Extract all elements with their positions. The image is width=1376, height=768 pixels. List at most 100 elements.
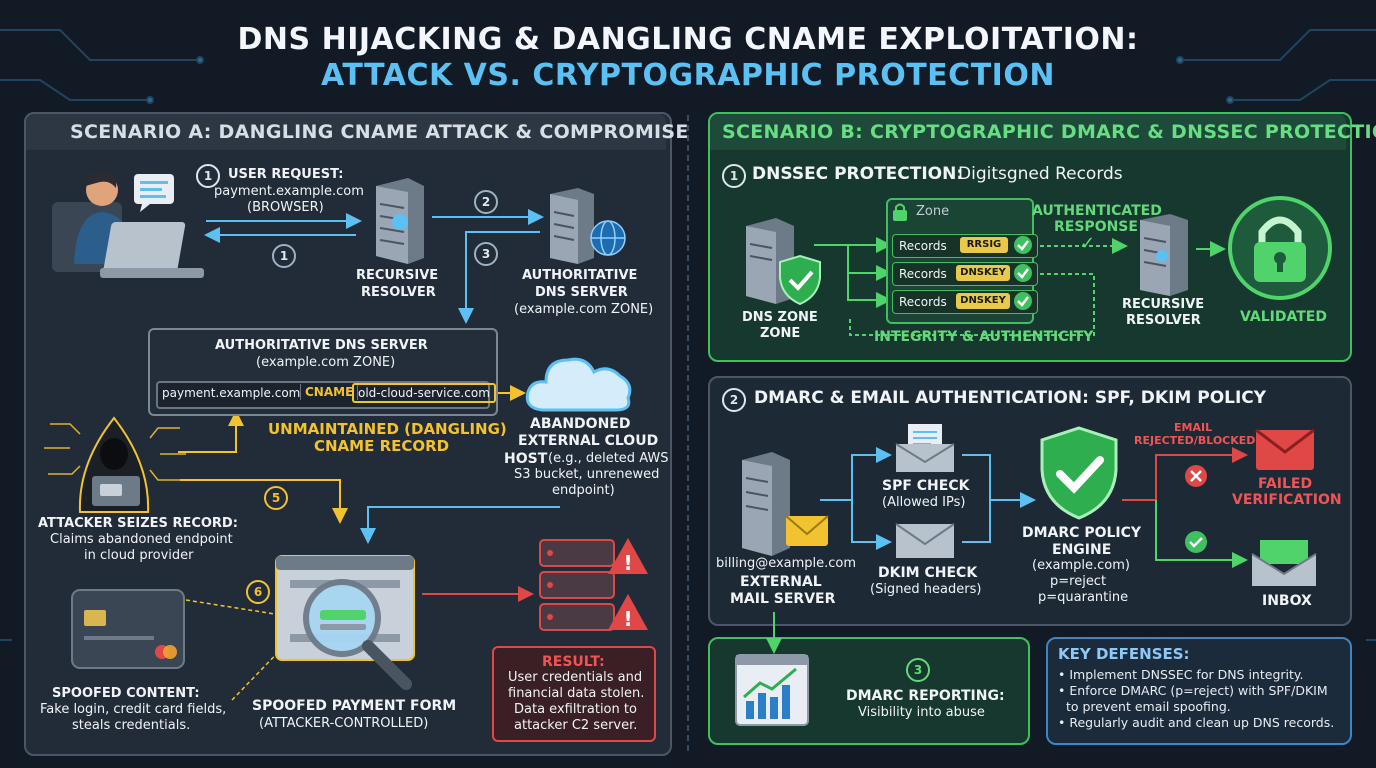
failed-envelope-icon xyxy=(1255,428,1315,470)
spf-sub: (Allowed IPs) xyxy=(882,495,966,510)
main-subtitle: ATTACK VS. CRYPTOGRAPHIC PROTECTION xyxy=(321,58,1055,93)
key-defense-item: to prevent email spoofing. xyxy=(1058,699,1231,714)
mail-server-icon xyxy=(742,452,829,556)
svg-text:!: ! xyxy=(623,607,632,631)
result-line-1: User credentials and xyxy=(508,670,643,685)
zone-padlock-icon xyxy=(893,203,907,221)
attacker-line-2: in cloud provider xyxy=(84,548,194,563)
abandoned-label-3: HOST xyxy=(504,451,548,467)
spoofed-content-line-1: Fake login, credit card fields, xyxy=(40,702,227,717)
record-type: CNAME xyxy=(300,384,359,400)
integrity-label: INTEGRITY & AUTHENTICITY xyxy=(874,329,1094,345)
dns-zone-server-icon xyxy=(746,218,821,306)
authoritative-label-2: DNS SERVER xyxy=(535,285,628,300)
failed-label-1: FAILED xyxy=(1258,476,1313,492)
scenario-b-title: SCENARIO B: CRYPTOGRAPHIC DMARC & DNSSEC… xyxy=(722,121,1376,143)
recursive-resolver-label-1: RECURSIVE xyxy=(356,268,439,283)
authoritative-label-3: (example.com ZONE) xyxy=(514,302,654,317)
engine-label-5: p=quarantine xyxy=(1038,590,1129,605)
mail-server-label-2: MAIL SERVER xyxy=(730,591,836,607)
abandoned-label-3b: (e.g., deleted AWS xyxy=(548,451,669,466)
attacker-line-1: Claims abandoned endpoint xyxy=(50,532,233,547)
recursive-resolver-label-2: RESOLVER xyxy=(361,285,436,300)
authenticated-label-2: RESPONSE xyxy=(1054,219,1138,235)
dangling-label-1: UNMAINTAINED (DANGLING) xyxy=(268,420,507,438)
dns-zone-label-2: ZONE xyxy=(760,326,801,341)
spoofed-form-magnifier-icon xyxy=(275,555,415,690)
spoofed-content-title: SPOOFED CONTENT: xyxy=(52,686,200,701)
abandoned-label-2: EXTERNAL CLOUD xyxy=(518,433,659,449)
zone-box-sub: (example.com ZONE) xyxy=(256,355,396,370)
shield-check-icon xyxy=(779,254,821,306)
user-request-browser: (BROWSER) xyxy=(247,200,324,215)
record-row-2-label: Records xyxy=(899,267,947,281)
record-name: payment.example.com xyxy=(162,386,301,400)
record-check-icons xyxy=(1014,236,1032,310)
abandoned-label-4: S3 bucket, unrenewed xyxy=(514,467,660,482)
dkim-envelope-icon xyxy=(895,523,955,558)
dnssec-subtitle: Digitsgned Records xyxy=(958,164,1123,184)
spf-title: SPF CHECK xyxy=(882,478,970,494)
dmarc-shield-icon xyxy=(1040,426,1118,520)
user-request-title: USER REQUEST: xyxy=(228,167,344,182)
warning-icon xyxy=(608,538,648,574)
main-title: DNS HIJACKING & DANGLING CNAME EXPLOITAT… xyxy=(237,22,1139,57)
hooded-attacker-icon xyxy=(44,416,186,513)
chart-icon xyxy=(735,654,809,726)
step-1-badge: 1 xyxy=(196,164,220,188)
engine-label-4: p=reject xyxy=(1050,574,1107,589)
engine-label-3: (example.com) xyxy=(1032,558,1130,573)
accept-check-icon xyxy=(1185,531,1207,553)
check-mark-icon: ✓ xyxy=(1080,233,1096,254)
step-3-badge: 3 xyxy=(474,242,498,266)
engine-label-1: DMARC POLICY xyxy=(1022,525,1142,541)
step-6-badge: 6 xyxy=(246,580,270,604)
cloud-icon xyxy=(525,357,632,412)
user-laptop-icon xyxy=(52,171,204,278)
record-row-3-label: Records xyxy=(899,295,947,309)
dnssec-title: DNSSEC PROTECTION: xyxy=(752,164,964,184)
resolver-b-label-1: RECURSIVE xyxy=(1122,297,1205,312)
svg-text:!: ! xyxy=(623,551,632,575)
dkim-title: DKIM CHECK xyxy=(878,565,978,581)
key-defense-item: • Enforce DMARC (p=reject) with SPF/DKIM xyxy=(1058,683,1328,698)
zone-label: Zone xyxy=(916,204,950,219)
circuit-decoration xyxy=(0,29,1376,641)
dkim-sub: (Signed headers) xyxy=(870,582,982,597)
failed-label-2: VERIFICATION xyxy=(1232,492,1342,508)
record-row-2-badge: DNSKEY xyxy=(956,265,1010,281)
recursive-resolver-b-server-icon xyxy=(1140,214,1188,296)
validated-label: VALIDATED xyxy=(1240,309,1327,325)
zone-box-title: AUTHORITATIVE DNS SERVER xyxy=(215,338,428,353)
spoofed-content-line-2: steals credentials. xyxy=(72,718,191,733)
user-request-domain: payment.example.com xyxy=(214,184,364,199)
result-title: RESULT: xyxy=(542,654,605,670)
padlock-icon xyxy=(1228,196,1332,300)
inbox-label: INBOX xyxy=(1262,593,1312,609)
credit-card-icon xyxy=(71,589,185,669)
scenario-a-title: SCENARIO A: DANGLING CNAME ATTACK & COMP… xyxy=(70,121,689,143)
spf-envelope-icon xyxy=(895,424,955,472)
dns-zone-label-1: DNS ZONE xyxy=(742,310,818,325)
dnssec-step-badge: 1 xyxy=(722,164,746,188)
step-2-badge: 2 xyxy=(474,190,498,214)
dmarc-step-badge: 2 xyxy=(722,388,746,412)
record-target: old-cloud-service.com xyxy=(352,383,496,403)
record-row-3-badge: DNSKEY xyxy=(956,293,1010,309)
dangling-label-2: CNAME RECORD xyxy=(314,437,450,455)
rejected-label-1: EMAIL xyxy=(1174,421,1213,434)
key-defense-item: • Regularly audit and clean up DNS recor… xyxy=(1058,715,1335,730)
abandoned-label-1: ABANDONED xyxy=(530,416,631,432)
spoofed-form-title: SPOOFED PAYMENT FORM xyxy=(252,698,457,714)
attacker-title: ATTACKER SEIZES RECORD: xyxy=(38,516,238,531)
inbox-envelope-icon xyxy=(1251,540,1317,586)
spoofed-form-sub: (ATTACKER-CONTROLLED) xyxy=(259,716,429,731)
cname-record-row: payment.example.com CNAME old-cloud-serv… xyxy=(156,381,496,409)
step-1b-badge: 1 xyxy=(272,244,296,268)
reject-x-icon xyxy=(1185,465,1207,487)
compromised-server-icon: ! ! xyxy=(539,538,648,631)
step-5-badge: 5 xyxy=(264,486,288,510)
record-row-1-badge: RRSIG xyxy=(960,237,1008,253)
result-line-3: Data exfiltration to xyxy=(514,702,637,717)
